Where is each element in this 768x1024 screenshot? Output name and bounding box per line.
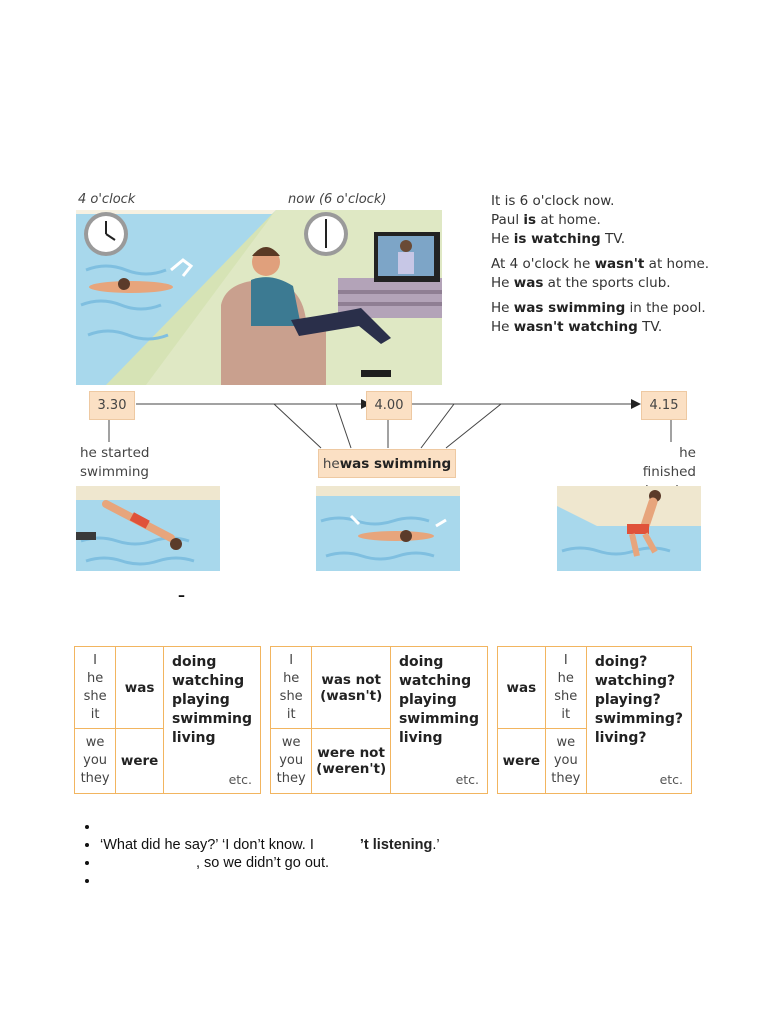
time-box-415: 4.15 bbox=[641, 391, 687, 420]
verb-list: doing?watching?playing?swimming?living? … bbox=[585, 646, 693, 794]
desc-line-5: He was at the sports club. bbox=[491, 275, 671, 291]
aux-was-not: was not(wasn't) bbox=[311, 646, 391, 729]
aux-was: was bbox=[497, 646, 546, 729]
clock-6-icon bbox=[304, 212, 348, 256]
desc-line-7: He wasn't watching TV. bbox=[491, 319, 663, 335]
clock-left-label: 4 o'clock bbox=[78, 192, 136, 207]
aux-was: was bbox=[115, 646, 164, 729]
desc-line-1: It is 6 o'clock now. bbox=[491, 193, 615, 209]
desc-line-4: At 4 o'clock he wasn't at home. bbox=[491, 256, 710, 272]
list-item bbox=[100, 872, 440, 890]
aux-were: were bbox=[497, 728, 546, 794]
picture-start-swimming bbox=[76, 486, 220, 571]
scene-description: It is 6 o'clock now. Paul is at home. He… bbox=[491, 192, 761, 343]
time-box-330: 3.30 bbox=[89, 391, 135, 420]
time-box-400: 4.00 bbox=[366, 391, 412, 420]
list-item: , so we didn’t go out. bbox=[100, 854, 440, 872]
list-item bbox=[100, 818, 440, 836]
clock-4-icon bbox=[84, 212, 128, 256]
list-item: ‘What did he say?’ ‘I don’t know. I ’t l… bbox=[100, 836, 440, 854]
clock-right-label: now (6 o'clock) bbox=[288, 192, 387, 207]
example-list: ‘What did he say?’ ‘I don’t know. I ’t l… bbox=[78, 818, 440, 890]
caption-started: he started swimming bbox=[80, 445, 150, 480]
dash-mark: – bbox=[178, 588, 185, 604]
desc-line-6: He was swimming in the pool. bbox=[491, 300, 706, 316]
desc-line-2: Paul is at home. bbox=[491, 212, 601, 228]
aux-were-not: were not(weren't) bbox=[311, 728, 391, 794]
scene-illustration bbox=[76, 210, 442, 385]
picture-swimming bbox=[316, 486, 460, 571]
picture-finished-swimming bbox=[557, 486, 701, 571]
timeline-lines bbox=[108, 399, 672, 449]
caption-was-swimming: he was swimming bbox=[318, 449, 456, 478]
desc-line-3: He is watching TV. bbox=[491, 231, 625, 247]
aux-were: were bbox=[115, 728, 164, 794]
